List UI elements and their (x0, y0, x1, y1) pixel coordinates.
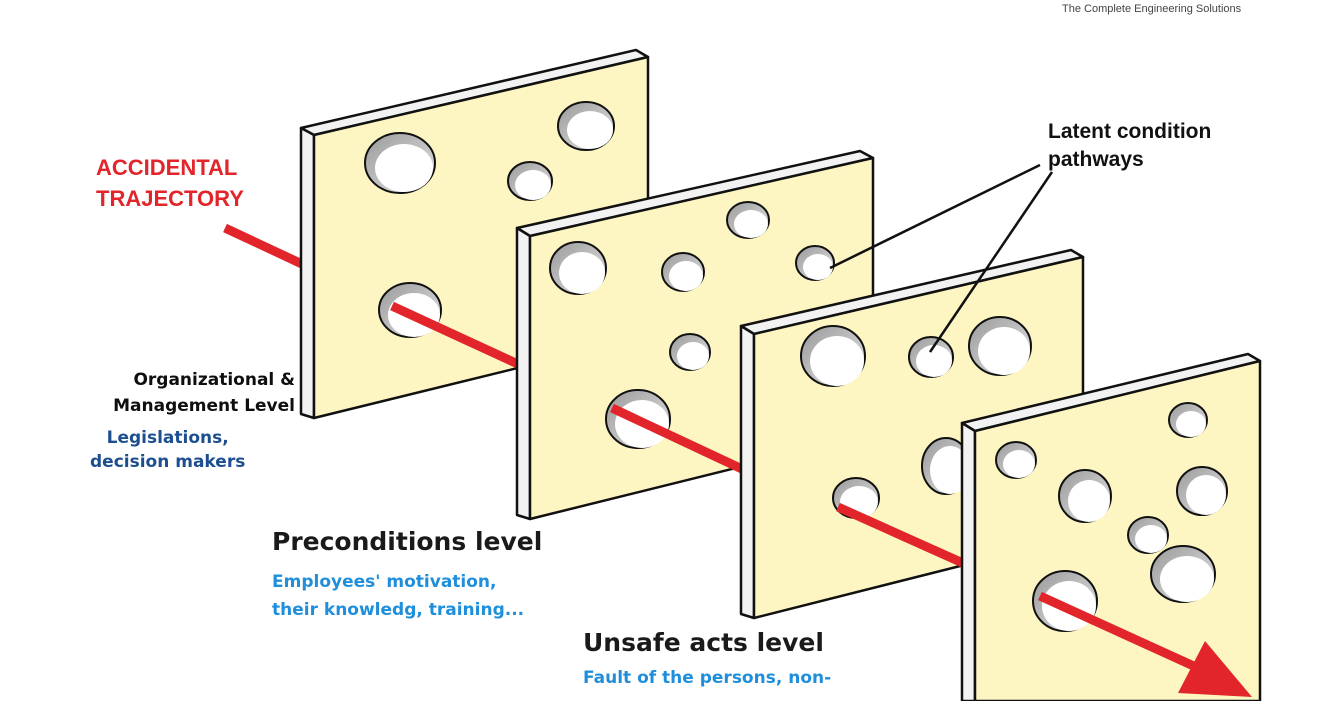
latent-pointer-line (829, 163, 1041, 270)
org-level-title: Organizational & Management Level (113, 367, 295, 419)
hole (726, 201, 770, 239)
trajectory-arrow-exit (1038, 591, 1200, 673)
unsafe-acts-level-subtitle: Fault of the persons, non- (583, 668, 832, 688)
trajectory-label-line: ACCIDENTAL (96, 155, 238, 180)
cheese-slice-4 (960, 352, 1262, 701)
hole (507, 161, 553, 201)
hole (968, 316, 1032, 376)
latent-label-line: pathways (1048, 148, 1144, 171)
trajectory-label-line: TRAJECTORY (96, 186, 244, 211)
trajectory-arrow-segment (390, 301, 522, 370)
hole (364, 132, 436, 194)
preconditions-subtitle-line: their knowledg, training... (272, 600, 525, 620)
latent-label-line: Latent condition (1048, 120, 1212, 143)
hole (995, 441, 1037, 479)
hole (1150, 545, 1216, 603)
hole (1127, 516, 1169, 554)
preconditions-subtitle-line: Employees' motivation, (272, 572, 497, 592)
org-level-subtitle: Legislations, decision makers (90, 426, 245, 474)
hole (669, 333, 711, 371)
hole (557, 101, 615, 151)
preconditions-level-subtitle: Employees' motivation, their knowledg, t… (272, 568, 524, 624)
latent-pointer-line (928, 171, 1054, 353)
hole (661, 252, 705, 292)
trajectory-arrow-entry (223, 223, 304, 269)
hole (908, 336, 954, 378)
trajectory-arrow-segment (610, 403, 744, 474)
trajectory-arrowhead (1178, 641, 1252, 697)
org-title-line: Management Level (113, 396, 295, 416)
trajectory-label: ACCIDENTAL TRAJECTORY (96, 152, 244, 214)
hole (800, 325, 866, 387)
org-subtitle-line: Legislations, (106, 428, 229, 448)
preconditions-level-title: Preconditions level (272, 527, 543, 556)
org-subtitle-line: decision makers (90, 452, 246, 472)
hole (1168, 402, 1208, 438)
unsafe-acts-level-title: Unsafe acts level (583, 628, 824, 657)
brand-caption: The Complete Engineering Solutions (1062, 3, 1242, 15)
trajectory-arrow-segment (836, 502, 967, 569)
hole (795, 245, 835, 281)
hole (921, 437, 971, 495)
latent-condition-label: Latent condition pathways (1048, 118, 1211, 174)
hole (1176, 466, 1228, 516)
hole (549, 241, 607, 295)
hole (1058, 469, 1112, 523)
org-title-line: Organizational & (133, 370, 295, 390)
